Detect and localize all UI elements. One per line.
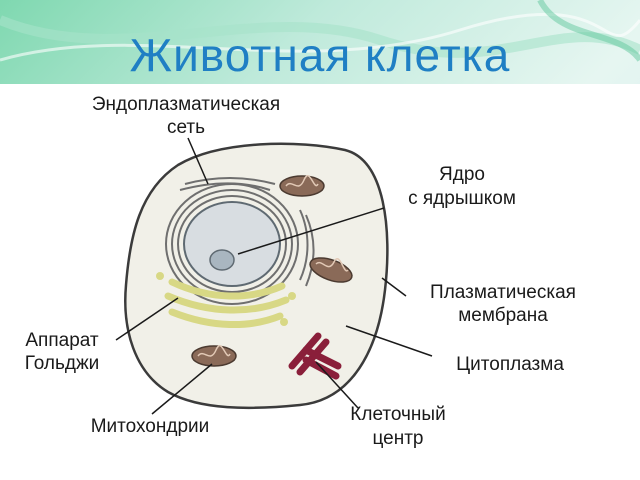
mitochondrion-right [309,257,353,283]
golgi-apparatus [164,278,290,329]
label-centrosome-line2: центр [373,428,424,449]
label-er-line2: сеть [167,117,205,138]
endoplasmic-reticulum [165,177,315,305]
mitochondrion-top [279,175,325,197]
label-golgi-line2: Гольджи [25,353,100,374]
label-membrane-line2: мембрана [458,305,548,326]
label-membrane-line1: Плазматическая [430,282,576,303]
label-mitochondria: Митохондрии [91,416,210,437]
golgi-vesicles [156,272,296,326]
leader-lines [115,137,433,415]
mitochondrion-bottom [191,345,237,367]
label-er-line1: Эндоплазматическая [92,94,280,115]
label-nucleus-line2: с ядрышком [408,188,516,209]
nucleolus [209,249,235,271]
label-cytoplasm: Цитоплазма [456,354,564,375]
decorative-swirl-background [0,0,640,62]
label-centrosome-line1: Клеточный [350,404,445,425]
label-golgi-line1: Аппарат [25,330,99,351]
slide-title: Животная клетка [129,29,511,81]
label-nucleus-line1: Ядро [439,164,485,185]
nucleus [183,201,281,287]
